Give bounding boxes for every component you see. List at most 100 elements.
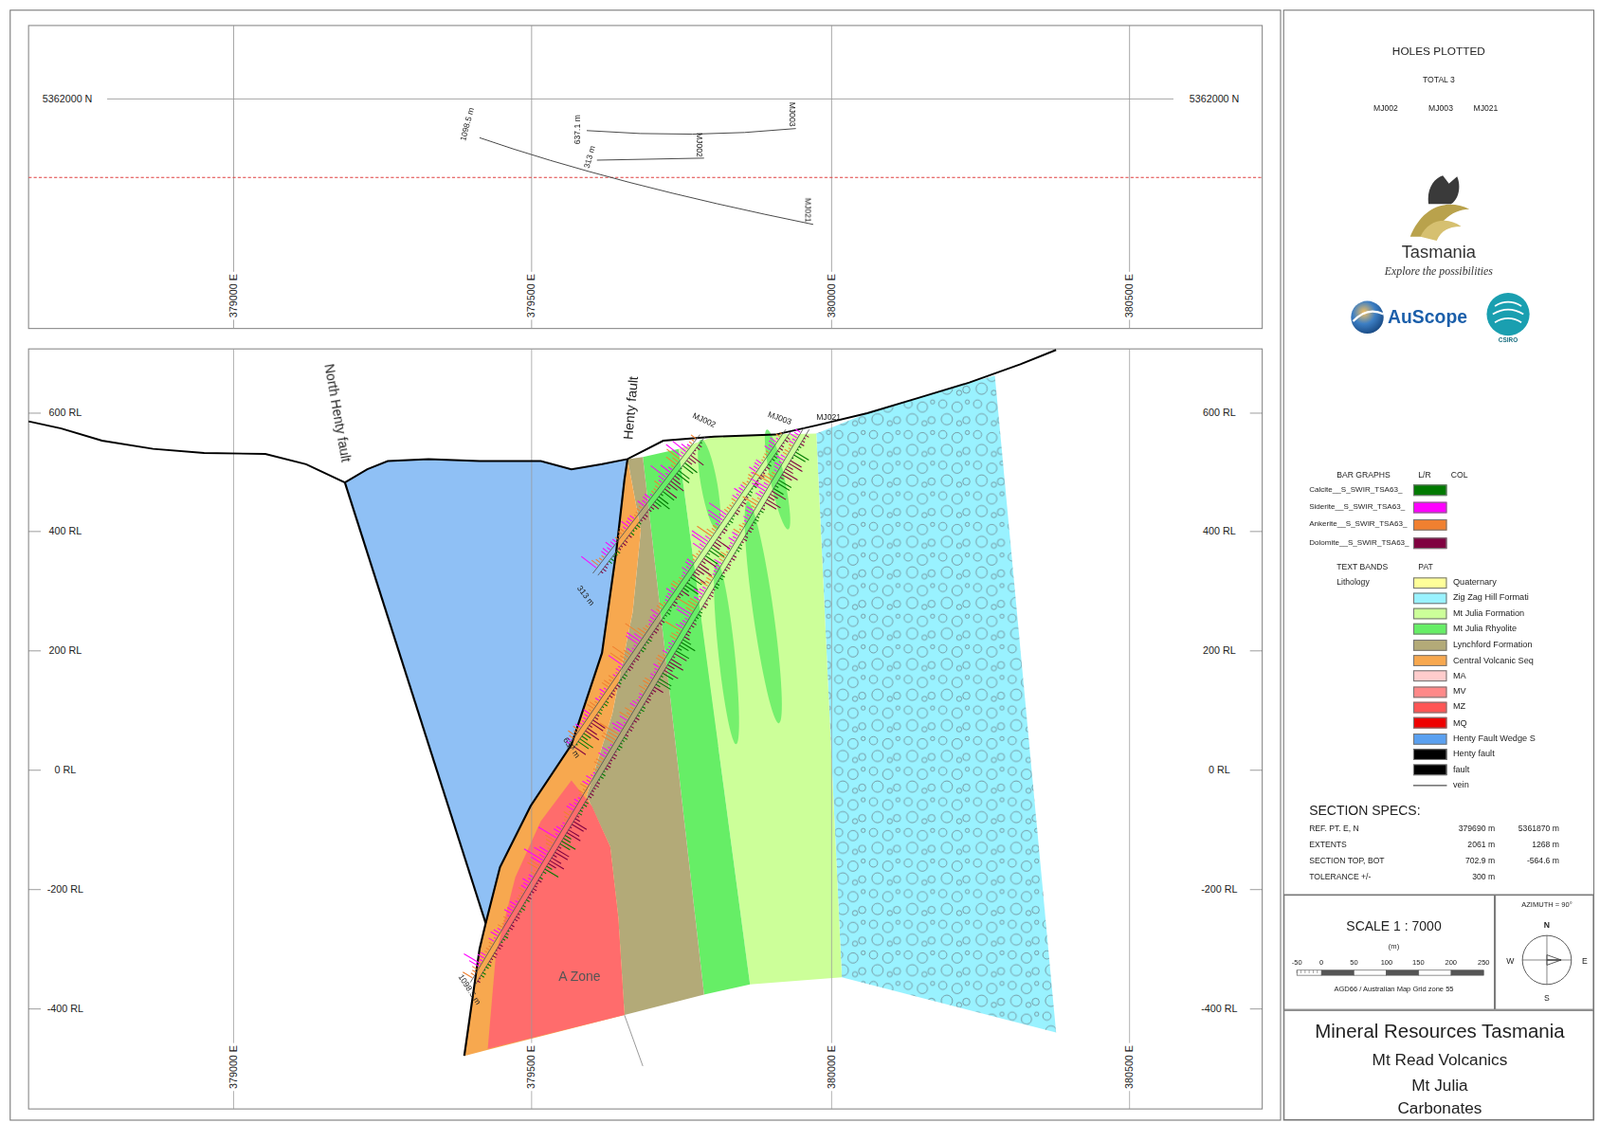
rl-label: 0 RL	[52, 764, 78, 777]
legend-swatch	[1413, 592, 1448, 604]
specs-value: 702.9 m	[1465, 856, 1495, 867]
zone-name: A Zone	[558, 969, 600, 985]
depth-label: 637.1 m	[572, 114, 582, 145]
easting-label: 379500 E	[526, 1043, 538, 1091]
legend-heading: Lithology	[1336, 578, 1369, 588]
legend-text: Calcite__S_SWIR_TSA63_	[1309, 485, 1402, 494]
specs-heading: SECTION SPECS:	[1309, 803, 1420, 819]
legend-text: fault	[1453, 764, 1470, 776]
easting-label: 380500 E	[1123, 272, 1135, 320]
rl-label: 600 RL	[46, 407, 84, 419]
fault-name: North Henty fault	[320, 363, 353, 464]
rl-label: 400 RL	[46, 526, 84, 538]
northing-label: 5362000 N	[1187, 92, 1242, 105]
rl-label: -400 RL	[45, 1002, 87, 1015]
scale-tick: 0	[1319, 959, 1324, 968]
rl-label: 200 RL	[1200, 645, 1238, 657]
easting-label: 379000 E	[227, 1043, 239, 1091]
panel-text: TOTAL 3	[1422, 74, 1455, 85]
legend-text: Central Volcanic Seq	[1453, 655, 1534, 667]
azimuth-box: AZIMUTH = 90°NWES	[1494, 894, 1594, 1011]
legend-text: MQ	[1453, 718, 1468, 729]
scale-title: SCALE 1 : 7000	[1345, 919, 1441, 935]
easting-label: 380000 E	[825, 272, 837, 320]
legend-text: Quaternary	[1453, 577, 1497, 588]
legend-text: Mt Julia Rhyolite	[1453, 624, 1517, 636]
legend-heading: L/R	[1418, 471, 1431, 481]
legend-swatch	[1413, 702, 1448, 714]
northing-label: 5362000 N	[40, 92, 95, 105]
compass-rose	[1495, 895, 1595, 1012]
title-text: Mt Julia	[1411, 1075, 1468, 1095]
legend-text: Ankerite__S_SWIR_TSA63_	[1309, 520, 1407, 529]
logo-text: AuScope	[1387, 307, 1468, 328]
rl-label: -200 RL	[45, 884, 87, 896]
legend-swatch	[1413, 732, 1448, 745]
hole-id: MJ002	[693, 132, 704, 158]
easting-label: 380000 E	[825, 1043, 837, 1091]
depth-label: 1098.5 m	[458, 107, 477, 143]
scale-tick: -50	[1291, 959, 1303, 968]
legend-text: MA	[1453, 671, 1467, 682]
rl-label: 0 RL	[1206, 764, 1233, 777]
logo-tagline: Explore the possibilities	[1384, 265, 1493, 279]
title-text: Carbonates	[1397, 1099, 1482, 1119]
panel-heading: HOLES PLOTTED	[1392, 44, 1486, 58]
depth-label: 313 m	[581, 145, 598, 170]
specs-text: TOLERANCE +/-	[1309, 872, 1371, 883]
scale-tick: 100	[1381, 959, 1394, 968]
hole-id: MJ002	[1373, 103, 1399, 113]
specs-text: SECTION TOP, BOT	[1309, 856, 1384, 867]
legend-text: vein	[1453, 781, 1470, 792]
legend-text: MV	[1453, 687, 1467, 698]
legend-swatch	[1413, 671, 1448, 683]
hole-id: MJ003	[786, 102, 797, 128]
scale-tick: 250	[1477, 959, 1491, 968]
hole-id: MJ003	[1428, 103, 1454, 113]
title-text: Mineral Resources Tasmania	[1314, 1020, 1564, 1044]
legend-swatch	[1413, 639, 1448, 652]
legend-swatch	[1413, 763, 1448, 776]
legend-swatch	[1413, 654, 1448, 667]
title-text: Mt Read Volcanics	[1372, 1051, 1509, 1071]
easting-label: 379500 E	[526, 272, 538, 320]
specs-value: 2061 m	[1467, 839, 1495, 850]
legend-text: Henty fault	[1453, 749, 1495, 761]
legend-text: MZ	[1453, 702, 1466, 713]
datum-text: AGD66 / Australian Map Grid zone 55	[1333, 985, 1454, 995]
title-box: Mineral Resources Tasmania Mt Read Volcan…	[1283, 1010, 1594, 1121]
compass-letter: W	[1506, 956, 1514, 966]
scale-unit: (m)	[1388, 943, 1400, 952]
specs-value: 5361870 m	[1518, 823, 1560, 834]
hole-id: MJ021	[1472, 103, 1498, 113]
scale-box: SCALE 1 : 7000(m)-50050100150200250AGD66…	[1283, 894, 1495, 1011]
rl-label: 200 RL	[46, 645, 84, 657]
legend-text: Henty Fault Wedge S	[1453, 733, 1536, 745]
specs-text: EXTENTS	[1309, 839, 1347, 850]
specs-text: REF. PT. E, N	[1309, 823, 1360, 834]
specs-value: 300 m	[1472, 872, 1495, 883]
hole-id: MJ002	[690, 411, 718, 431]
hole-id: MJ003	[766, 409, 794, 427]
legend-swatch	[1413, 686, 1448, 698]
easting-label: 380500 E	[1123, 1043, 1135, 1091]
legend-text: Lynchford Formation	[1453, 639, 1533, 651]
specs-value: 379690 m	[1458, 823, 1495, 834]
scale-tick: 50	[1349, 959, 1358, 968]
specs-value: 1268 m	[1531, 839, 1560, 850]
specs-value: -564.6 m	[1527, 856, 1560, 867]
legend-swatch	[1413, 623, 1448, 636]
legend-swatch	[1413, 717, 1448, 729]
scale-tick: 200	[1444, 959, 1457, 968]
legend-swatch	[1413, 608, 1448, 620]
logo-text: CSIRO	[1498, 337, 1518, 345]
legend-swatch	[1413, 518, 1448, 530]
legend-text: Mt Julia Formation	[1453, 608, 1525, 619]
legend-text: Zig Zag Hill Formati	[1453, 593, 1529, 604]
legend-heading: TEXT BANDS	[1336, 563, 1388, 573]
rl-label: -400 RL	[1199, 1002, 1240, 1015]
scale-bar	[1284, 895, 1496, 1012]
rl-label: 600 RL	[1200, 407, 1238, 419]
rl-label: -200 RL	[1199, 884, 1240, 896]
legend-swatch	[1413, 748, 1448, 761]
